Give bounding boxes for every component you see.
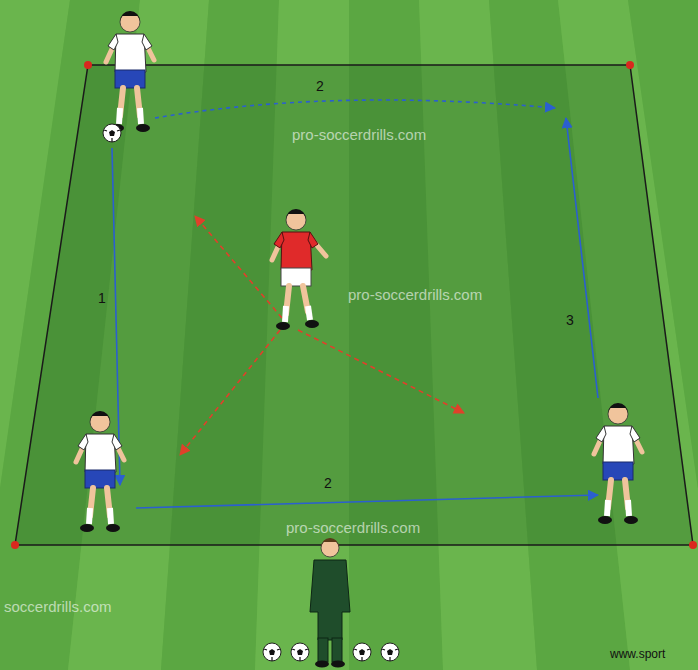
watermark: pro-soccerdrills.com <box>286 519 420 536</box>
ball <box>381 643 399 661</box>
watermark: soccerdrills.com <box>4 598 112 615</box>
coach <box>310 538 350 668</box>
pass-number: 1 <box>98 290 106 306</box>
ball <box>291 643 309 661</box>
ball <box>353 643 371 661</box>
watermark: pro-soccerdrills.com <box>292 126 426 143</box>
player <box>594 403 642 524</box>
pass-number: 2 <box>324 475 332 491</box>
player <box>76 411 124 532</box>
player <box>106 11 154 132</box>
ball <box>103 124 121 142</box>
watermark: pro-soccerdrills.com <box>348 286 482 303</box>
pass-number: 2 <box>316 78 324 94</box>
defender <box>272 209 326 330</box>
pass-number: 3 <box>566 312 574 328</box>
drill-area <box>15 65 693 545</box>
corner-cones <box>11 61 697 549</box>
site-url: www.sport <box>610 648 665 662</box>
pass-arrows <box>112 100 598 508</box>
ball <box>263 643 281 661</box>
